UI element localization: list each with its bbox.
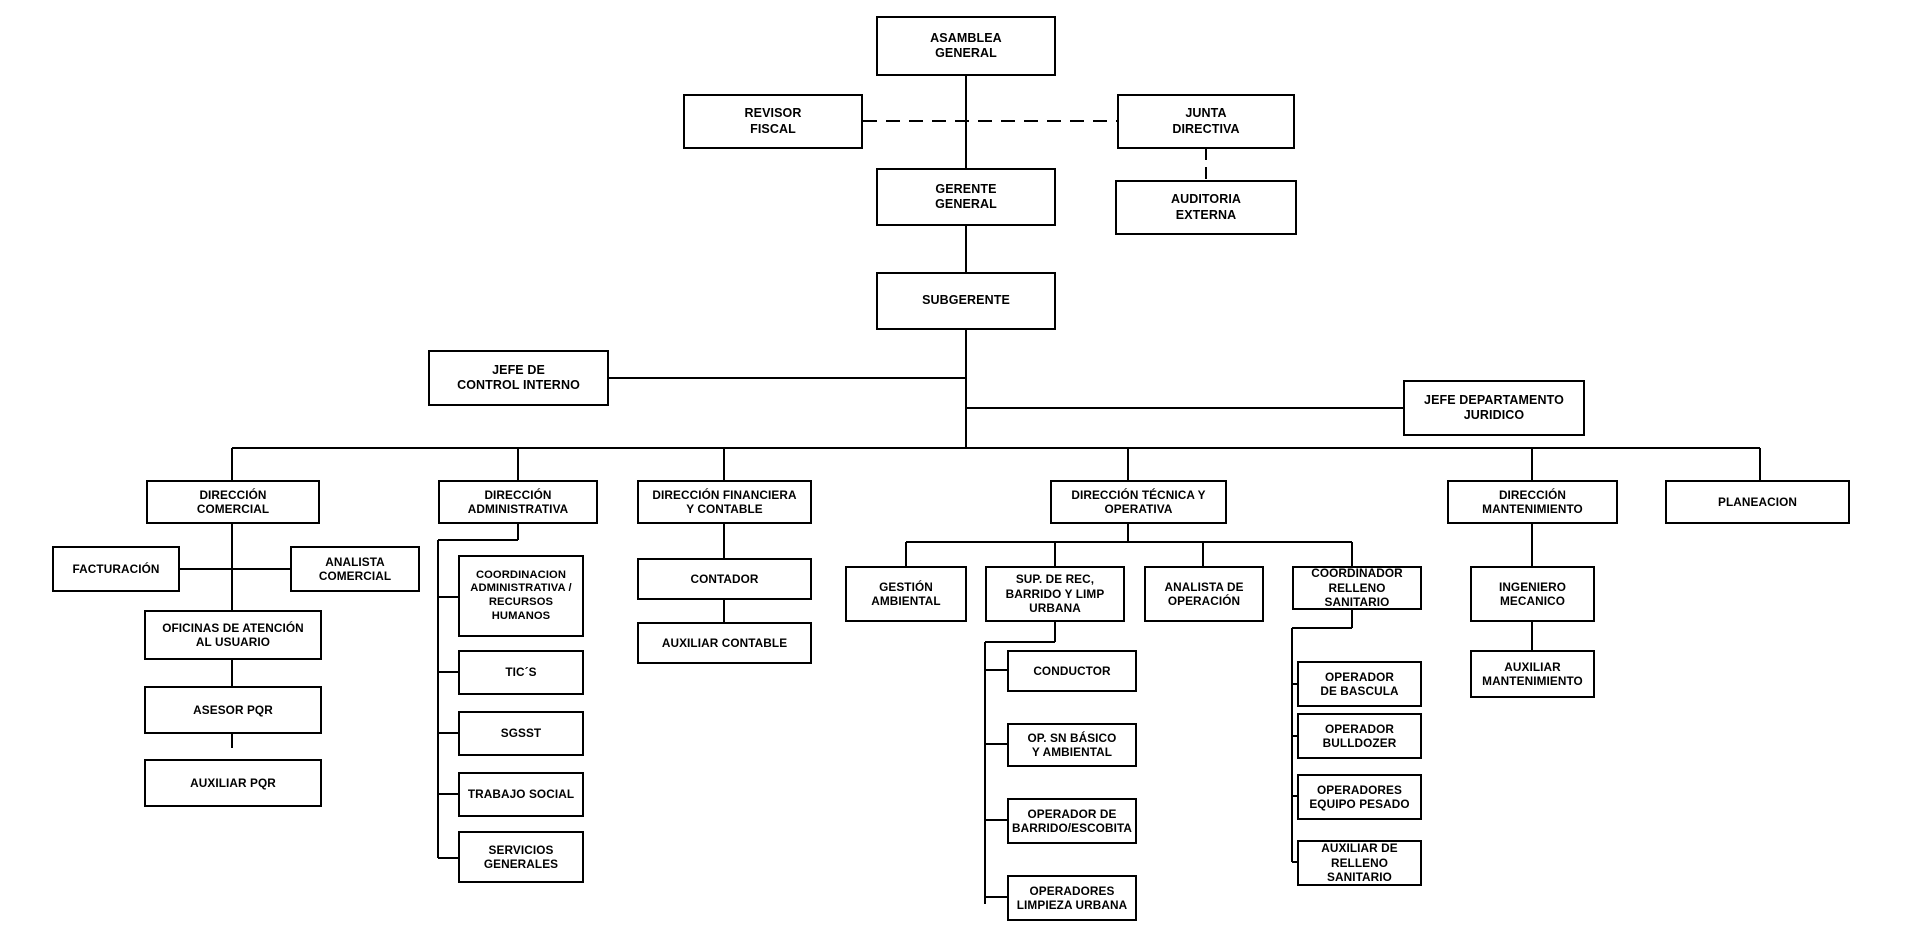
node-sup-rec-barrido-limp-urbana[interactable]: SUP. DE REC, BARRIDO Y LIMP URBANA (985, 566, 1125, 622)
node-label: JUNTA DIRECTIVA (1172, 106, 1240, 136)
node-label: OP. SN BÁSICO Y AMBIENTAL (1027, 730, 1117, 759)
node-asamblea-general[interactable]: ASAMBLEA GENERAL (876, 16, 1056, 76)
node-junta-directiva[interactable]: JUNTA DIRECTIVA (1117, 94, 1295, 149)
node-direccion-comercial[interactable]: DIRECCIÓN COMERCIAL (146, 480, 320, 524)
node-tics[interactable]: TIC´S (458, 650, 584, 695)
node-operador-barrido-escobita[interactable]: OPERADOR DE BARRIDO/ESCOBITA (1007, 798, 1137, 844)
node-auxiliar-contable[interactable]: AUXILIAR CONTABLE (637, 622, 812, 664)
node-label: INGENIERO MECANICO (1498, 579, 1567, 608)
node-label: GERENTE GENERAL (935, 181, 997, 211)
node-planeacion[interactable]: PLANEACION (1665, 480, 1850, 524)
node-contador[interactable]: CONTADOR (637, 558, 812, 600)
node-label: OFICINAS DE ATENCIÓN AL USUARIO (162, 620, 304, 649)
node-operador-bulldozer[interactable]: OPERADOR BULLDOZER (1297, 713, 1422, 759)
node-label: SUP. DE REC, BARRIDO Y LIMP URBANA (1005, 572, 1105, 616)
node-gerente-general[interactable]: GERENTE GENERAL (876, 168, 1056, 226)
node-label: CONDUCTOR (1033, 663, 1111, 678)
node-auxiliar-pqr[interactable]: AUXILIAR PQR (144, 759, 322, 807)
node-operadores-equipo-pesado[interactable]: OPERADORES EQUIPO PESADO (1297, 774, 1422, 820)
node-servicios-generales[interactable]: SERVICIOS GENERALES (458, 831, 584, 883)
node-label: GESTIÓN AMBIENTAL (871, 579, 941, 608)
node-auditoria-externa[interactable]: AUDITORIA EXTERNA (1115, 180, 1297, 235)
node-gestion-ambiental[interactable]: GESTIÓN AMBIENTAL (845, 566, 967, 622)
node-revisor-fiscal[interactable]: REVISOR FISCAL (683, 94, 863, 149)
node-label: AUXILIAR PQR (190, 775, 276, 790)
node-sgsst[interactable]: SGSST (458, 711, 584, 756)
node-label: PLANEACION (1718, 494, 1797, 509)
node-label: COORDINADOR RELLENO SANITARIO (1311, 566, 1403, 610)
node-label: SGSST (500, 726, 542, 741)
node-trabajo-social[interactable]: TRABAJO SOCIAL (458, 772, 584, 817)
node-label: TRABAJO SOCIAL (467, 787, 575, 802)
node-asesor-pqr[interactable]: ASESOR PQR (144, 686, 322, 734)
node-label: AUXILIAR DE RELLENO SANITARIO (1321, 841, 1398, 885)
node-label: REVISOR FISCAL (744, 106, 802, 136)
node-label: SUBGERENTE (922, 293, 1010, 308)
node-auxiliar-mantenimiento[interactable]: AUXILIAR MANTENIMIENTO (1470, 650, 1595, 698)
node-label: DIRECCIÓN MANTENIMIENTO (1482, 487, 1583, 516)
node-label: ANALISTA DE OPERACIÓN (1164, 579, 1244, 608)
node-jefe-control-interno[interactable]: JEFE DE CONTROL INTERNO (428, 350, 609, 406)
node-label: OPERADORES EQUIPO PESADO (1309, 782, 1410, 811)
node-label: JEFE DE CONTROL INTERNO (457, 362, 580, 392)
node-label: DIRECCIÓN TÉCNICA Y OPERATIVA (1071, 487, 1206, 516)
node-label: SERVICIOS GENERALES (483, 842, 559, 871)
node-operadores-limpieza-urbana[interactable]: OPERADORES LIMPIEZA URBANA (1007, 875, 1137, 921)
node-label: DIRECCIÓN COMERCIAL (196, 487, 270, 516)
node-label: FACTURACIÓN (72, 561, 160, 576)
node-analista-comercial[interactable]: ANALISTA COMERCIAL (290, 546, 420, 592)
node-label: DIRECCIÓN FINANCIERA Y CONTABLE (652, 487, 797, 516)
node-jefe-departamento-juridico[interactable]: JEFE DEPARTAMENTO JURIDICO (1403, 380, 1585, 436)
node-facturacion[interactable]: FACTURACIÓN (52, 546, 180, 592)
node-label: AUXILIAR MANTENIMIENTO (1482, 659, 1583, 688)
node-oficinas-atencion-usuario[interactable]: OFICINAS DE ATENCIÓN AL USUARIO (144, 610, 322, 660)
node-label: AUDITORIA EXTERNA (1170, 192, 1242, 222)
node-label: AUXILIAR CONTABLE (661, 635, 788, 650)
node-direccion-mantenimiento[interactable]: DIRECCIÓN MANTENIMIENTO (1447, 480, 1618, 524)
node-label: ASAMBLEA GENERAL (930, 30, 1002, 60)
node-label: TIC´S (505, 665, 537, 680)
node-op-sn-basico-ambiental[interactable]: OP. SN BÁSICO Y AMBIENTAL (1007, 723, 1137, 767)
node-subgerente[interactable]: SUBGERENTE (876, 272, 1056, 330)
node-label: OPERADOR BULLDOZER (1322, 721, 1397, 750)
node-direccion-tecnica-operativa[interactable]: DIRECCIÓN TÉCNICA Y OPERATIVA (1050, 480, 1227, 524)
node-label: ASESOR PQR (193, 702, 273, 717)
node-coordinador-relleno-sanitario[interactable]: COORDINADOR RELLENO SANITARIO (1292, 566, 1422, 610)
node-ingeniero-mecanico[interactable]: INGENIERO MECANICO (1470, 566, 1595, 622)
node-auxiliar-relleno-sanitario[interactable]: AUXILIAR DE RELLENO SANITARIO (1297, 840, 1422, 886)
node-label: OPERADOR DE BARRIDO/ESCOBITA (1012, 806, 1133, 835)
node-conductor[interactable]: CONDUCTOR (1007, 650, 1137, 692)
node-analista-operacion[interactable]: ANALISTA DE OPERACIÓN (1144, 566, 1264, 622)
node-label: JEFE DEPARTAMENTO JURIDICO (1424, 392, 1564, 422)
node-label: OPERADORES LIMPIEZA URBANA (1016, 883, 1128, 912)
node-label: ANALISTA COMERCIAL (318, 554, 392, 583)
node-direccion-financiera-contable[interactable]: DIRECCIÓN FINANCIERA Y CONTABLE (637, 480, 812, 524)
node-operador-bascula[interactable]: OPERADOR DE BASCULA (1297, 661, 1422, 707)
node-coordinacion-administrativa-rrhh[interactable]: COORDINACION ADMINISTRATIVA / RECURSOS H… (458, 555, 584, 637)
node-label: CONTADOR (690, 571, 759, 586)
node-label: OPERADOR DE BASCULA (1320, 669, 1399, 698)
node-direccion-administrativa[interactable]: DIRECCIÓN ADMINISTRATIVA (438, 480, 598, 524)
node-label: COORDINACION ADMINISTRATIVA / RECURSOS H… (470, 568, 572, 622)
node-label: DIRECCIÓN ADMINISTRATIVA (467, 487, 569, 516)
